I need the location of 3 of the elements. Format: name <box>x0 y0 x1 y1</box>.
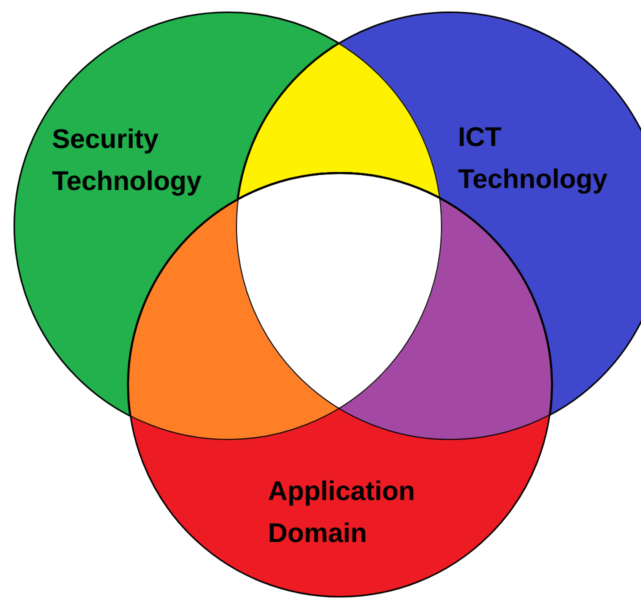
circle-label: Application Domain <box>268 470 443 554</box>
circle-label: ICT Technology <box>458 116 638 200</box>
circle-label: Security Technology <box>52 118 237 202</box>
